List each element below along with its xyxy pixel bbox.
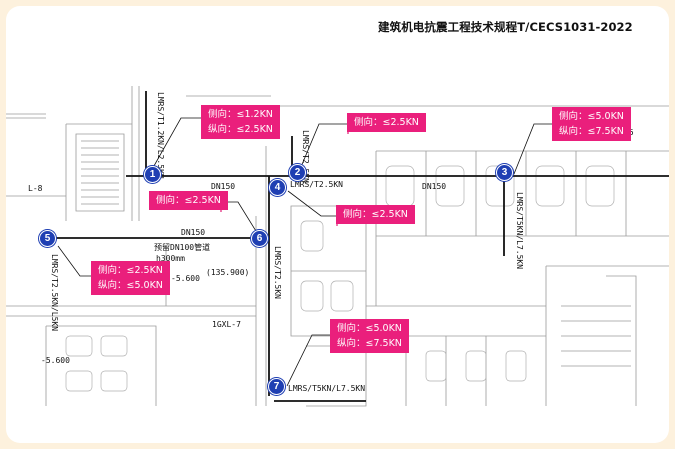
lateral-load-text: 侧向：≤2.5KN [354, 117, 419, 128]
support-label-7: LMRS/T5KN/L7.5KN [288, 384, 366, 393]
height-label: h300mm [156, 254, 185, 263]
support-label-3: LMRS/T5KN/L7.5KN [515, 192, 524, 270]
lateral-load-text: 侧向：≤5.0KN [559, 111, 624, 122]
elevation-label: -5.600 [171, 274, 200, 283]
load-callout-1: 侧向：≤1.2KN 纵向：≤2.5KN [201, 105, 280, 139]
pipe-id-label: 1GXL-7 [212, 320, 241, 329]
pipe-lines [41, 91, 669, 402]
elevation-label: (135.900) [206, 268, 250, 277]
reserved-pipe-label: 预留DN100管道 [154, 243, 211, 252]
pipe-size-label: DN150 [422, 182, 447, 191]
support-node-4: 4 [269, 179, 286, 196]
support-node-6: 6 [251, 230, 268, 247]
support-node-5: 5 [39, 230, 56, 247]
support-label-6: LMRS/T2.5KN [273, 246, 282, 299]
pipe-size-label: DN150 [211, 182, 236, 191]
floor-plan-drawing [6, 86, 669, 407]
support-node-3: 3 [496, 164, 513, 181]
load-callout-7: 侧向：≤5.0KN 纵向：≤7.5KN [330, 319, 409, 353]
load-callout-6: 侧向：≤2.5KN 纵向：≤5.0KN [91, 261, 170, 295]
elevation-label: -5.600 [41, 356, 70, 365]
drawing-frame: 建筑机电抗震工程技术规程T/CECS1031-2022 LMRS/T1.2KN/… [6, 6, 669, 443]
load-callout-5: 侧向：≤2.5KN [149, 191, 228, 210]
fixture-lines [65, 165, 615, 392]
longitudinal-load-text: 纵向：≤5.0KN [98, 280, 163, 291]
support-label-1: LMRS/T1.2KN/L2.5KN [156, 92, 165, 179]
lateral-load-text: 侧向：≤2.5KN [98, 265, 163, 276]
grid-label: L-8 [28, 184, 43, 193]
lateral-load-text: 侧向：≤2.5KN [156, 195, 221, 206]
lateral-load-text: 侧向：≤2.5KN [343, 209, 408, 220]
load-callout-3: 侧向：≤5.0KN 纵向：≤7.5KN [552, 107, 631, 141]
load-callout-2: 侧向：≤2.5KN [347, 113, 426, 132]
load-callout-4: 侧向：≤2.5KN [336, 205, 415, 224]
support-node-1: 1 [144, 166, 161, 183]
support-label-5: LMRS/T2.5KN/L5KN [50, 254, 59, 332]
support-node-2: 2 [289, 164, 306, 181]
support-node-7: 7 [268, 378, 285, 395]
lateral-load-text: 侧向：≤5.0KN [337, 323, 402, 334]
support-label-4: LMRS/T2.5KN [290, 180, 343, 189]
longitudinal-load-text: 纵向：≤2.5KN [208, 124, 273, 135]
pipe-size-label: DN150 [181, 228, 206, 237]
longitudinal-load-text: 纵向：≤7.5KN [337, 338, 402, 349]
wall-lines [6, 86, 669, 407]
lateral-load-text: 侧向：≤1.2KN [208, 109, 273, 120]
page-title: 建筑机电抗震工程技术规程T/CECS1031-2022 [378, 20, 633, 34]
longitudinal-load-text: 纵向：≤7.5KN [559, 126, 624, 137]
